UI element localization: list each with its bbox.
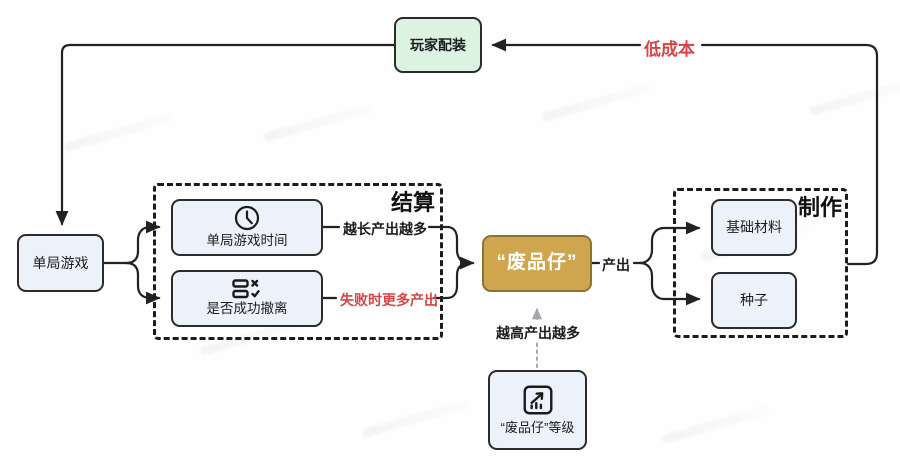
node-player-loadout-label: 玩家配装: [410, 36, 466, 53]
trend-chart-icon: [523, 385, 553, 415]
group-crafting-label: 制作: [797, 195, 842, 220]
group-settlement-label: 结算: [390, 190, 435, 215]
node-seeds: 种子: [711, 272, 797, 329]
node-extraction-label: 是否成功撤离: [206, 301, 288, 317]
node-scavenger-label: “废品仔”: [496, 252, 578, 274]
edge-loadout-to-match: [55, 43, 396, 226]
label-longer-more-output: 越长产出越多: [343, 221, 427, 237]
node-player-loadout: 玩家配装: [394, 17, 482, 73]
group-crafting: 制作: [673, 188, 848, 338]
group-settlement: 结算: [153, 183, 443, 340]
node-match-time-label: 单局游戏时间: [206, 233, 288, 249]
node-match-time: 单局游戏时间: [171, 199, 323, 256]
node-scavenger: “废品仔”: [482, 235, 592, 292]
clock-icon: [234, 205, 260, 231]
node-extraction: 是否成功撤离: [171, 270, 323, 327]
label-higher-more-output: 越高产出越多: [496, 325, 580, 341]
edge-crafting-up: [700, 43, 879, 266]
label-low-cost: 低成本: [644, 40, 695, 59]
node-seeds-label: 种子: [740, 292, 768, 309]
label-fail-more-output: 失败时更多产出: [340, 292, 438, 308]
node-scavenger-level: “废品仔”等级: [488, 370, 587, 450]
node-basic-materials: 基础材料: [711, 199, 797, 256]
node-single-match-label: 单局游戏: [32, 254, 89, 271]
node-single-match: 单局游戏: [17, 234, 104, 292]
checklist-icon: [232, 279, 262, 299]
label-output: 产出: [602, 257, 630, 273]
node-basic-materials-label: 基础材料: [726, 219, 782, 236]
node-scavenger-level-label: “废品仔”等级: [500, 419, 575, 435]
